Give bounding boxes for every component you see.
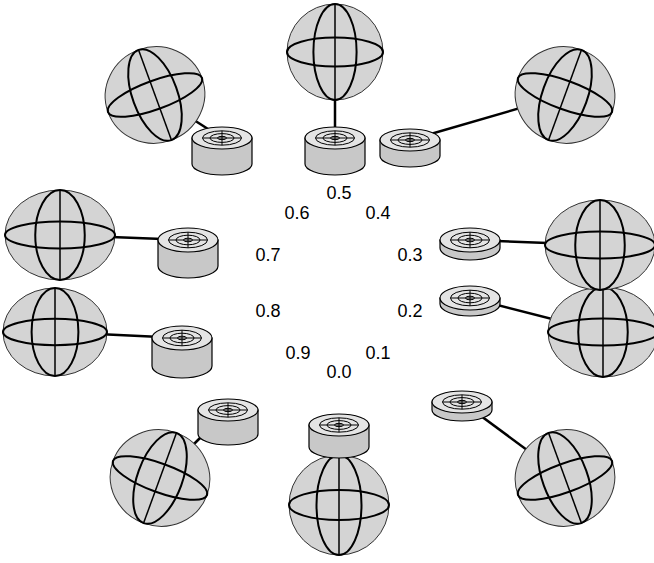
shape-frame — [287, 4, 383, 175]
cup-rim — [152, 326, 212, 350]
cup-rim — [440, 286, 500, 310]
cup — [440, 286, 500, 316]
cup — [305, 127, 365, 175]
sphere-body — [548, 287, 654, 377]
sphere — [502, 416, 629, 540]
cup-rim — [309, 414, 369, 436]
sphere-meridian — [117, 42, 192, 148]
cup-rim — [432, 391, 492, 413]
sphere-axis — [602, 287, 604, 377]
time-label: 0.7 — [255, 246, 280, 264]
shape-frame — [289, 414, 389, 555]
sphere — [289, 455, 389, 555]
shape-frame — [440, 286, 654, 377]
sphere-axis — [338, 455, 340, 555]
cup — [309, 414, 369, 458]
cup-spoke — [339, 418, 340, 432]
cup-spoke — [222, 131, 223, 145]
cup-ring — [203, 131, 242, 145]
cup-spoke — [470, 290, 471, 306]
sphere — [545, 200, 654, 290]
sphere — [502, 33, 629, 157]
sphere-body — [287, 4, 383, 100]
cup-spoke — [470, 232, 471, 248]
shape-frame — [440, 200, 654, 290]
cup-ring — [163, 330, 202, 346]
sphere-axis — [144, 433, 177, 523]
sphere-axis — [54, 288, 56, 376]
sphere — [5, 190, 115, 280]
shape-frame — [92, 33, 252, 175]
cup-ring — [316, 131, 355, 145]
cup — [380, 129, 440, 167]
sphere — [548, 287, 654, 377]
cup — [440, 228, 500, 260]
cup-spoke — [182, 330, 183, 346]
sphere-meridian — [35, 190, 85, 280]
shape-frame — [380, 33, 628, 167]
cup-rim — [198, 399, 258, 421]
sphere — [3, 288, 107, 376]
cup-rim — [380, 129, 440, 151]
sphere-body — [3, 288, 107, 376]
sphere-body — [289, 455, 389, 555]
shape-frame — [432, 391, 628, 540]
time-label: 0.4 — [365, 204, 390, 222]
cup — [198, 399, 258, 445]
shape-frame — [5, 190, 218, 280]
time-label: 0.8 — [255, 302, 280, 320]
cup — [432, 391, 492, 421]
sphere-meridian — [317, 455, 362, 555]
cup — [152, 326, 212, 378]
sphere-meridian — [32, 288, 79, 376]
sphere-body — [502, 416, 629, 540]
sphere-axis — [549, 433, 582, 523]
time-label: 0.0 — [326, 363, 351, 381]
sphere-axis — [599, 200, 601, 290]
cup-spoke — [462, 395, 463, 409]
sphere-meridian — [527, 42, 602, 148]
sphere-meridian — [313, 4, 356, 100]
sphere — [287, 4, 383, 100]
sphere-meridian — [122, 425, 197, 531]
sphere-body — [5, 190, 115, 280]
cup-spoke — [188, 232, 189, 248]
cup-ring — [209, 403, 248, 417]
cup-spoke — [410, 133, 411, 147]
cup-ring — [443, 395, 482, 409]
sphere-axis — [59, 190, 61, 280]
cup-ring — [169, 232, 208, 248]
sphere-body — [545, 200, 654, 290]
sphere-equator — [548, 319, 654, 346]
cup-rim — [305, 127, 365, 149]
time-label: 0.9 — [285, 344, 310, 362]
cup-rim — [158, 228, 218, 252]
cup-spoke — [228, 403, 229, 417]
sphere-axis — [334, 4, 336, 100]
cup-rim — [440, 228, 500, 252]
time-label: 0.6 — [284, 204, 309, 222]
cup — [192, 127, 252, 175]
cup-spoke — [335, 131, 336, 145]
cup — [158, 228, 218, 278]
sphere-meridian — [527, 425, 602, 531]
shape-frame — [3, 288, 212, 378]
time-label: 0.5 — [326, 184, 351, 202]
sphere-axis — [549, 50, 582, 140]
time-label: 0.1 — [365, 344, 390, 362]
time-label: 0.2 — [397, 302, 422, 320]
cup-ring — [451, 290, 490, 306]
cup-rim — [192, 127, 252, 149]
sphere-meridian — [575, 200, 625, 290]
shape-frame — [97, 399, 258, 540]
sphere-axis — [139, 50, 172, 140]
cup-ring — [451, 232, 490, 248]
time-label: 0.3 — [397, 246, 422, 264]
sphere-body — [502, 33, 629, 157]
cup-ring — [391, 133, 430, 147]
cup-ring — [320, 418, 359, 432]
sphere-meridian — [578, 287, 628, 377]
